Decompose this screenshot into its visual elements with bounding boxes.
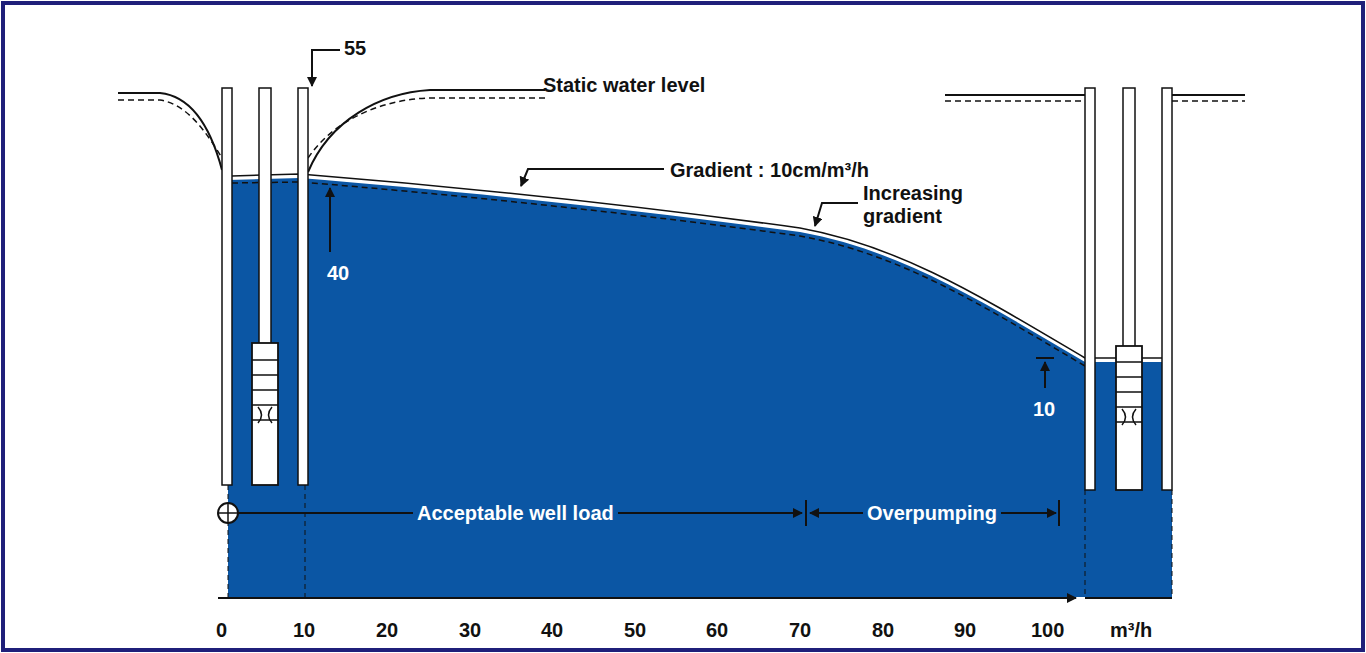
axis-tick-label: 20 [376, 619, 398, 642]
axis-tick-label: 40 [541, 619, 563, 642]
callout-label: 55 [344, 37, 366, 60]
callout-label: Acceptable well load [413, 502, 618, 525]
axis-tick-label: 50 [624, 619, 646, 642]
axis-tick-label: 80 [872, 619, 894, 642]
axis-tick-label: 0 [216, 619, 227, 642]
callout-label: 10 [1033, 398, 1055, 421]
axis-tick-label: 60 [706, 619, 728, 642]
axis-tick-label: 30 [459, 619, 481, 642]
callout-label: Gradient : 10cm/m³/h [670, 159, 869, 182]
callout-label: Overpumping [863, 502, 1001, 525]
axis-tick-label: 10 [293, 619, 315, 642]
callout-label: Static water level [543, 74, 705, 97]
axis-tick-label: 90 [954, 619, 976, 642]
axis-tick-label: 100 [1031, 619, 1064, 642]
callout-label: 40 [327, 262, 349, 285]
axis-tick-label: 70 [789, 619, 811, 642]
callout-label: Increasing gradient [863, 182, 983, 228]
axis-unit: m³/h [1110, 619, 1152, 642]
